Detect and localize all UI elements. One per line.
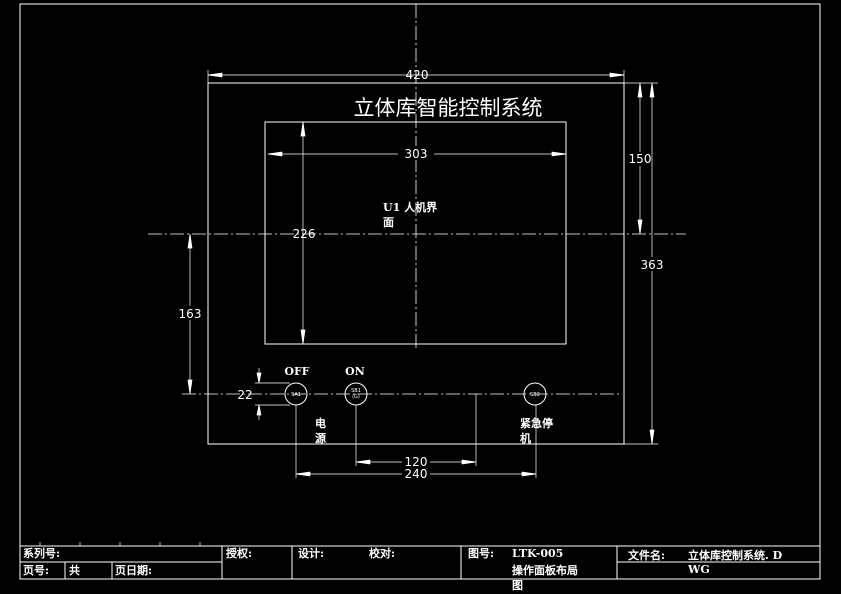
sb1-tag-line1: SB1 — [351, 388, 361, 394]
dim-bottom-to-axis-text: 163 — [179, 307, 202, 321]
drawing-desc-line1: 操作面板布局 — [512, 563, 578, 577]
dim-button-offset-text: 22 — [237, 388, 252, 402]
dim-button-spacing-text: 120 — [405, 455, 428, 469]
drawing-no-label: 图号: — [468, 547, 494, 560]
dim-screen-height-text: 226 — [293, 227, 316, 241]
screen-label-line2: 面 — [383, 216, 394, 229]
series-label: 系列号: — [23, 546, 60, 560]
estop-label-line2: 机 — [520, 431, 531, 445]
estop-tag: SB2 — [530, 392, 540, 398]
estop-button-symbol — [523, 382, 547, 406]
dim-screen-width-text: 303 — [405, 147, 428, 161]
drawing-title: 立体库智能控制系统 — [354, 96, 543, 120]
file-name: 立体库控制系统. D — [688, 548, 783, 562]
power-label-line1: 电 — [315, 416, 326, 430]
dim-top-to-axis-text: 150 — [629, 152, 652, 166]
title-block-ticks — [39, 542, 201, 546]
hmi-screen-outline — [264, 121, 567, 345]
total-label: 共 — [69, 563, 80, 577]
on-label: ON — [345, 365, 365, 378]
page-label: 页号: — [23, 564, 49, 577]
drawing-desc-line2: 图 — [512, 579, 523, 592]
drawing-no: LTK-005 — [512, 547, 563, 560]
file-label: 文件名: — [628, 548, 665, 562]
sa1-tag: SA1 — [291, 392, 301, 398]
dim-overall-height — [624, 82, 658, 445]
title-block-grid — [20, 545, 820, 579]
dim-overall-height-text: 363 — [641, 258, 664, 272]
estop-label-line1: 紧急停 — [520, 416, 553, 430]
design-label: 设计: — [298, 546, 324, 560]
dim-overall-width-text: 420 — [406, 68, 429, 82]
date-label: 页日期: — [115, 563, 152, 577]
sb1-tag-line2: (G) — [352, 394, 360, 400]
check-label: 校对: — [369, 546, 395, 560]
file-ext: WG — [687, 563, 710, 576]
power-label-line2: 源 — [315, 431, 326, 445]
panel-outline — [207, 82, 625, 445]
off-label: OFF — [284, 365, 309, 378]
dim-button-total-text: 240 — [405, 467, 428, 481]
dim-screen-height — [300, 121, 306, 345]
auth-label: 授权: — [226, 546, 252, 560]
sheet-border — [19, 3, 821, 580]
screen-label-line1: U1 人机界 — [383, 200, 437, 214]
dim-overall-width — [207, 70, 625, 83]
dim-button-offset — [255, 368, 290, 420]
